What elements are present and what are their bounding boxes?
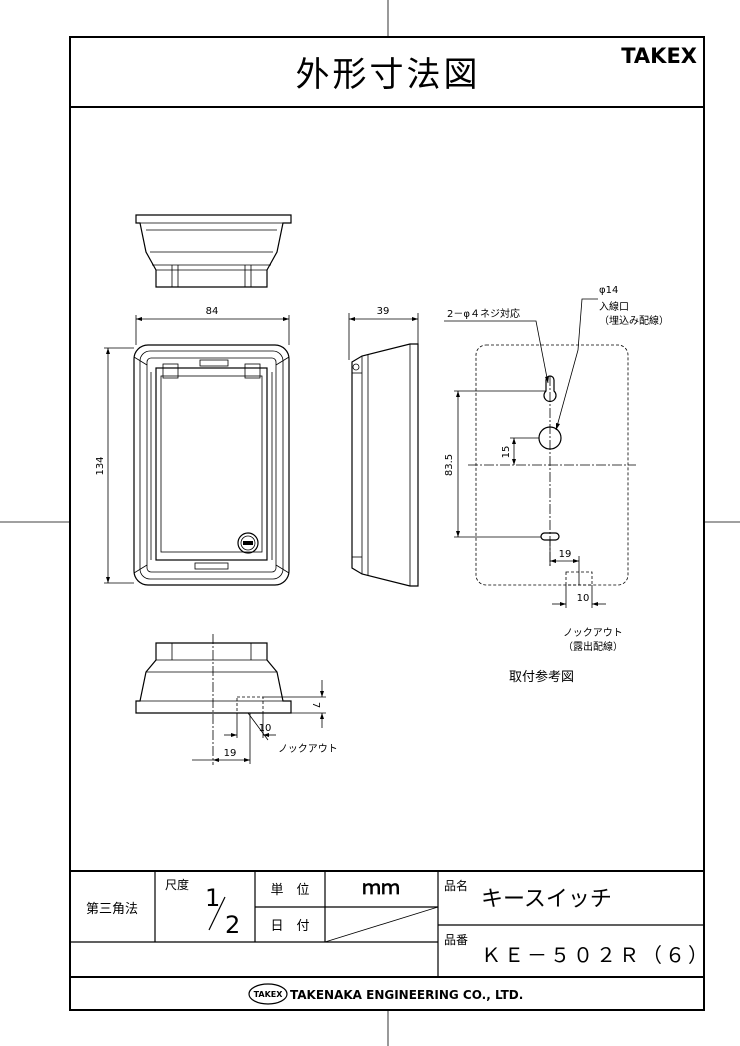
dimension-label-depth: 39 — [377, 306, 390, 317]
dimension-label-bottom-7: 7 — [310, 702, 321, 708]
label-entry-hole-note: （埋込み配線） — [599, 314, 669, 327]
date-label: 日 付 — [270, 919, 309, 934]
mounting-reference-view: 83.5 15 19 10 2－φ４ネジ対応 φ14 入線口 （埋込み配線） ノ… — [444, 285, 669, 685]
unit-label: 単 位 — [270, 882, 309, 898]
company-name: TAKENAKA ENGINEERING CO., LTD. — [290, 988, 523, 1002]
dimension-label-width: 84 — [206, 306, 219, 317]
scale-denominator: 2 — [225, 911, 240, 939]
brand-logo: TAKEX — [621, 44, 697, 68]
label-screw-holes: 2－φ４ネジ対応 — [447, 307, 520, 320]
side-view: 39 — [348, 306, 419, 587]
dimension-label-hole-spacing: 83.5 — [444, 454, 455, 476]
label-phi14: φ14 — [599, 285, 618, 296]
label-knockout-note: （露出配線） — [563, 640, 623, 653]
product-number-label: 品番 — [444, 933, 468, 947]
title-block: 第三角法 尺度 1 2 単 位 ｍｍ 日 付 品名 キースイッチ 品番 ＫＥ－５… — [70, 870, 711, 978]
dimension-label-knockout-10: 10 — [577, 593, 590, 604]
dimension-label-knockout-19: 19 — [559, 549, 572, 560]
label-knockout-bottom: ノックアウト — [278, 743, 338, 755]
company-logo-seal — [248, 983, 288, 1005]
dimension-label-bottom-19: 19 — [224, 748, 237, 759]
scale-numerator: 1 — [205, 884, 220, 912]
dimension-label-bottom-10: 10 — [259, 723, 272, 734]
label-knockout: ノックアウト — [563, 627, 623, 639]
label-mounting-reference: 取付参考図 — [509, 669, 574, 685]
unit-value: ｍｍ — [362, 877, 400, 899]
bottom-view: 10 19 7 ノックアウト — [135, 634, 338, 765]
label-entry-hole: 入線口 — [599, 300, 629, 313]
front-view: 84 134 — [95, 306, 290, 586]
top-view — [135, 214, 292, 288]
footer-logo-text: TAKEX — [254, 990, 284, 999]
footer: TAKEX TAKENAKA ENGINEERING CO., LTD. — [248, 983, 523, 1005]
page-title: 外形寸法図 — [296, 55, 481, 95]
key-cylinder — [237, 532, 259, 554]
scale-label: 尺度 — [165, 877, 189, 892]
sheet-border — [69, 36, 705, 1011]
dimension-label-height: 134 — [95, 456, 106, 475]
product-number: ＫＥ－５０２Ｒ（６） — [481, 943, 711, 967]
dimension-label-hole-offset: 15 — [501, 446, 512, 459]
projection-method: 第三角法 — [86, 902, 138, 917]
product-name-label: 品名 — [444, 878, 468, 893]
product-name: キースイッチ — [481, 887, 612, 912]
